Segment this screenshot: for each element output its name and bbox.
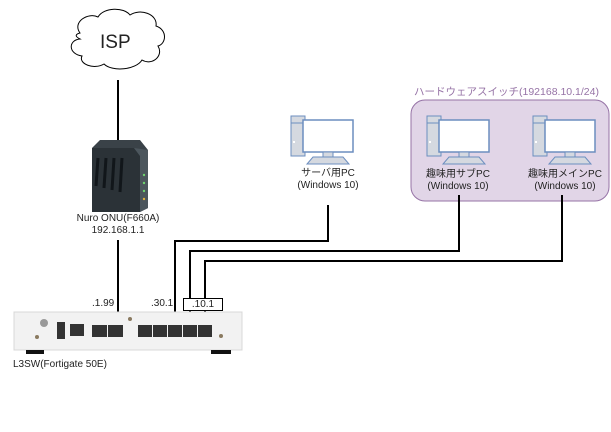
sub-pc-name: 趣味用サブPC [426,169,490,180]
main-pc-icon [532,115,596,165]
link-main-pc [204,195,563,334]
vlan10-address-label: .10.1 [183,298,223,311]
link-sub-pc [189,195,460,334]
server-pc-name: サーバ用PC [301,168,355,179]
onu-ip: 192.168.1.1 [91,225,145,236]
vlan30-address-label: .30.1 [151,298,174,309]
sub-pc-icon [426,115,490,165]
link-server-pc [174,205,329,334]
isp-label: ISP [100,32,131,53]
isp-cloud [70,8,165,70]
server-pc-icon [290,115,354,165]
server-pc-os: (Windows 10) [297,180,359,191]
main-pc-os: (Windows 10) [534,181,596,192]
l3sw-name: L3SW(Fortigate 50E) [13,359,107,370]
onu-name: Nuro ONU(F660A) [76,213,160,224]
sub-pc-os: (Windows 10) [427,181,489,192]
onu-device-icon [92,140,148,212]
l3sw-device-icon [13,311,243,354]
hardware-switch-label: ハードウェアスイッチ(192168.10.1/24) [414,86,599,98]
main-pc-name: 趣味用メインPC [528,169,602,180]
wan-address-label: .1.99 [92,298,115,309]
